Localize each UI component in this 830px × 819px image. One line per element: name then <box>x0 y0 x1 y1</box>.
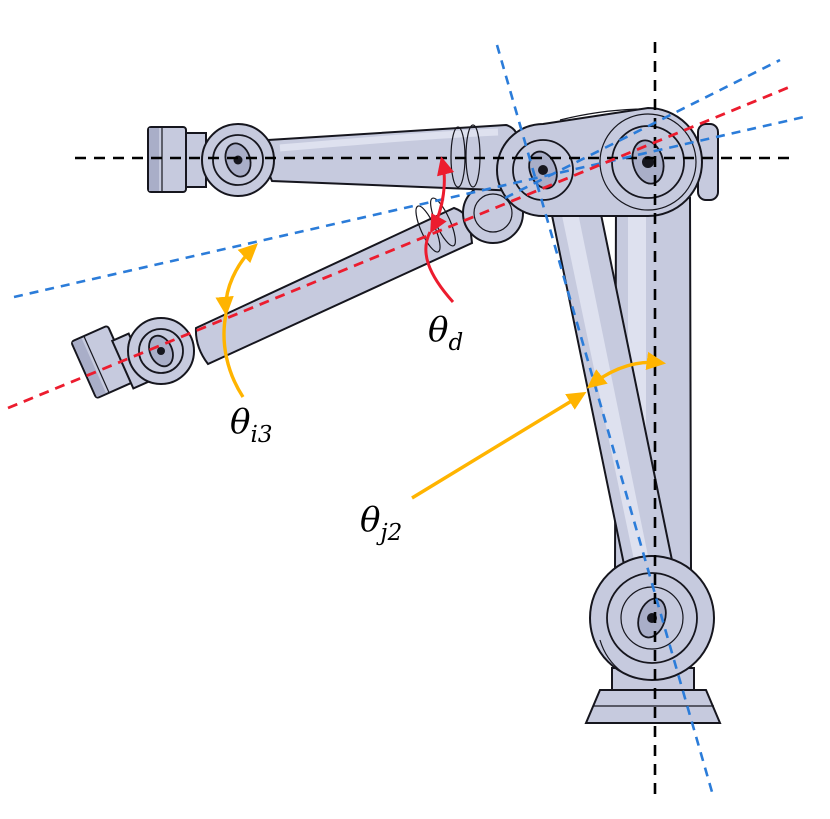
deviated-axis-line <box>7 84 793 410</box>
base-assembly <box>584 555 722 724</box>
tool-flange-horizontal-shade <box>149 128 159 191</box>
robot-arm <box>71 106 722 724</box>
wrist-joint-tilted-ring <box>138 328 184 374</box>
base-joint-arc-detail <box>599 639 623 673</box>
robot-pose-horizontal <box>147 123 522 197</box>
wrist-joint-horizontal-ring <box>212 134 264 186</box>
theta-i3-label: θi3 <box>230 402 272 448</box>
tool-flange-tilted-shade <box>72 338 106 398</box>
shoulder-top-seam <box>559 108 641 121</box>
ideal-axes <box>13 44 805 793</box>
theta-d-arc <box>430 156 455 234</box>
deviated-axis <box>7 84 793 410</box>
upper-arm-ideal-axis-line <box>13 115 805 299</box>
forearm-horizontal-ring-2 <box>465 124 481 188</box>
theta-j2-arrow <box>411 391 587 500</box>
theta-i3-leader <box>222 313 245 398</box>
theta-i3-arc <box>215 243 258 317</box>
forearm-horizontal-highlight <box>279 128 499 152</box>
base-joint-ring-outer <box>606 572 698 664</box>
theta-j2-arc <box>586 351 667 389</box>
elbow-joint-tilted-ring <box>473 193 513 233</box>
labels: θd θi3 θj2 <box>230 310 463 546</box>
shoulder-left-center <box>538 165 548 175</box>
theta-j2-label: θj2 <box>360 500 402 546</box>
shoulder-right-outer-ring <box>599 113 697 211</box>
angle-markers <box>215 156 667 500</box>
theta-d-label: θd <box>428 310 463 356</box>
theta-d-leader <box>424 231 455 303</box>
tool-flange-tilted-seam <box>83 335 110 394</box>
wrist-joint-tilted-center <box>157 347 165 355</box>
upper-arm-tilted-axis-line <box>504 58 781 200</box>
shoulder-left-ring <box>512 139 574 201</box>
reference-lines <box>75 42 795 800</box>
lower-arm-axis-line <box>495 44 714 793</box>
